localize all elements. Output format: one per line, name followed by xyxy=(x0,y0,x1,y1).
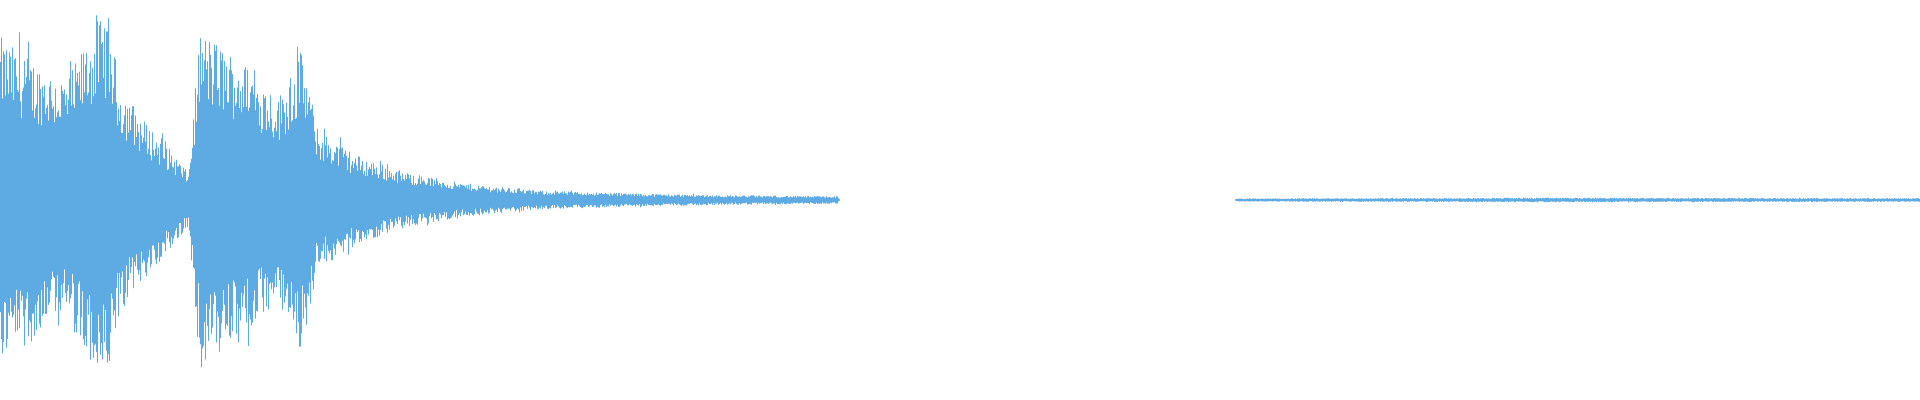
waveform-trace xyxy=(0,15,1920,368)
waveform-path xyxy=(0,15,1920,368)
